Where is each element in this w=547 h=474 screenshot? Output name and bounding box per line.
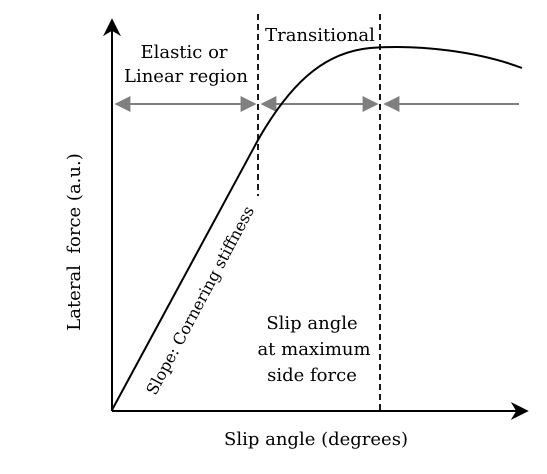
slope-annotation: Slope: Cornering stiffness	[142, 203, 258, 398]
x-axis-label: Slip angle (degrees)	[224, 429, 408, 450]
elastic-region-label-line1: Elastic or	[140, 42, 227, 63]
transitional-region-label: Transitional	[265, 25, 375, 46]
lateral-force-curve	[111, 45, 523, 411]
peak-annotation-line3: side force	[267, 365, 357, 386]
peak-annotation-line1: Slip angle	[266, 313, 357, 334]
elastic-region-label-line2: Linear region	[124, 66, 248, 87]
y-axis-label: Lateral force (a.u.)	[64, 153, 85, 330]
peak-annotation-line2: at maximum	[257, 339, 370, 360]
